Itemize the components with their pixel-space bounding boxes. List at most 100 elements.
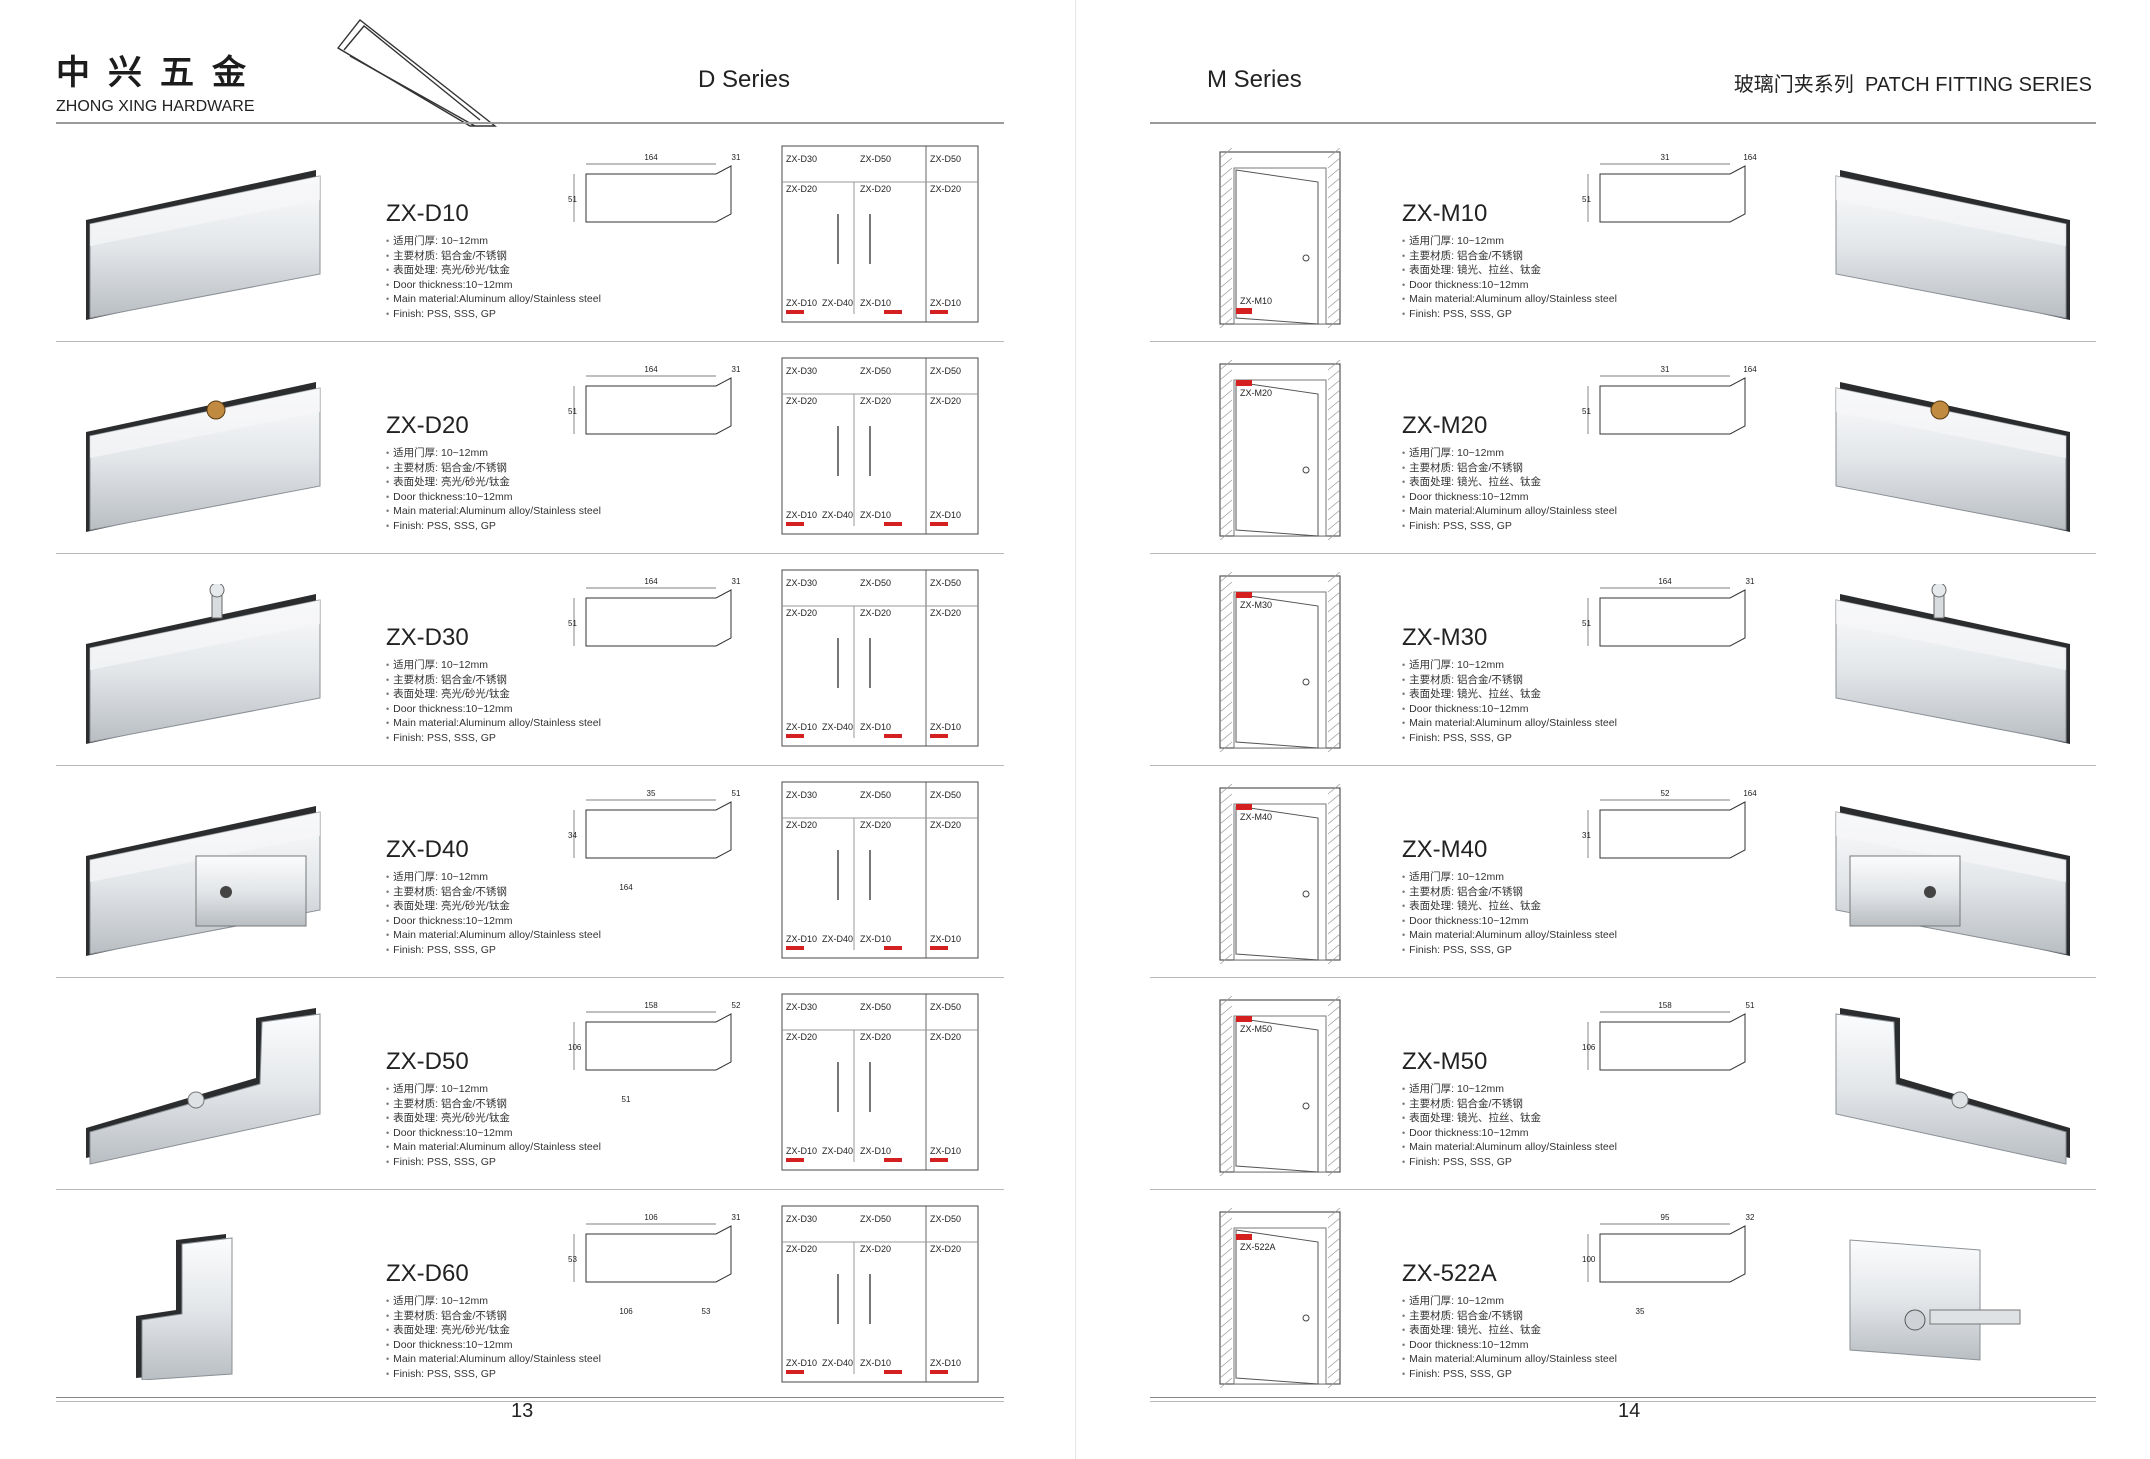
dimension-label: 35: [647, 789, 656, 798]
spec-line: 主要材质: 铝合金/不锈钢: [1402, 249, 1617, 264]
spec-line: 表面处理: 亮光/砂光/钛金: [386, 687, 601, 702]
product-photo: [86, 170, 321, 320]
spec-list: 适用门厚: 10~12mm主要材质: 铝合金/不锈钢表面处理: 镜光、拉丝、钛金…: [1402, 234, 1617, 322]
product-row: ZX-D10适用门厚: 10~12mm主要材质: 铝合金/不锈钢表面处理: 亮光…: [56, 130, 1004, 342]
door-label: ZX-D40: [822, 1358, 853, 1368]
product-photo: [1835, 1008, 2070, 1165]
dimension-label: 158: [644, 1001, 658, 1010]
product-photo: [136, 1234, 233, 1381]
door-label: ZX-D20: [860, 1244, 891, 1254]
model-number: ZX-M30: [1402, 624, 1488, 651]
brand-logo: 中兴五金 ZHONG XING HARDWARE: [56, 45, 264, 116]
spec-line: 主要材质: 铝合金/不锈钢: [386, 885, 601, 900]
door-label: ZX-D10: [860, 1358, 891, 1368]
door-label: ZX-D30: [786, 366, 817, 376]
spec-line: Finish: PSS, SSS, GP: [386, 519, 601, 534]
dimension-label: 164: [1743, 153, 1757, 162]
dimension-label: 53: [568, 1255, 577, 1264]
product-image: [1820, 372, 2090, 532]
door-label: ZX-D20: [930, 184, 961, 194]
spec-line: Door thickness:10~12mm: [1402, 914, 1617, 929]
spec-line: Main material:Aluminum alloy/Stainless s…: [1402, 504, 1617, 519]
door-label: ZX-D50: [930, 1002, 961, 1012]
product-row: ZX-M30适用门厚: 10~12mm主要材质: 铝合金/不锈钢表面处理: 镜光…: [1150, 554, 2096, 766]
door-label: ZX-D20: [786, 1244, 817, 1254]
door-label: ZX-D10: [786, 1358, 817, 1368]
product-image: [1820, 1220, 2090, 1380]
installation-diagram: ZX-522A: [1219, 1207, 1341, 1389]
door-label: ZX-D10: [786, 510, 817, 520]
dimension-label: 52: [732, 1001, 741, 1010]
spec-line: 表面处理: 镜光、拉丝、钛金: [1402, 475, 1617, 490]
product-row: ZX-M10适用门厚: 10~12mm主要材质: 铝合金/不锈钢表面处理: 镜光…: [1150, 130, 2096, 342]
product-image: [1820, 160, 2090, 320]
product-row: ZX-M50适用门厚: 10~12mm主要材质: 铝合金/不锈钢表面处理: 镜光…: [1150, 978, 2096, 1190]
product-photo: [1835, 382, 2070, 532]
spec-line: Main material:Aluminum alloy/Stainless s…: [386, 716, 601, 731]
spec-line: Main material:Aluminum alloy/Stainless s…: [386, 504, 601, 519]
dimension-label: 31: [1661, 365, 1670, 374]
product-row: ZX-D40 适用门厚: 10~12mm主要材质: 铝合金/不锈钢表面处理: 亮光…: [56, 766, 1004, 978]
door-label: ZX-D30: [786, 154, 817, 164]
installation-diagram: ZX-M20: [1219, 359, 1341, 541]
door-label: ZX-D20: [930, 396, 961, 406]
spec-line: Door thickness:10~12mm: [1402, 278, 1617, 293]
dimension-label: 106: [644, 1213, 658, 1222]
door-label: ZX-D20: [786, 608, 817, 618]
spec-list: 适用门厚: 10~12mm主要材质: 铝合金/不锈钢表面处理: 镜光、拉丝、钛金…: [1402, 1294, 1617, 1382]
door-label: ZX-D20: [860, 396, 891, 406]
product-photo: [1835, 806, 2070, 956]
series-cn-text: 玻璃门夹系列: [1733, 74, 1854, 96]
door-label: ZX-D50: [930, 790, 961, 800]
spec-line: 表面处理: 亮光/砂光/钛金: [386, 263, 601, 278]
door-label: ZX-D20: [786, 184, 817, 194]
spec-line: 适用门厚: 10~12mm: [1402, 658, 1617, 673]
product-row: ZX-M40适用门厚: 10~12mm主要材质: 铝合金/不锈钢表面处理: 镜光…: [1150, 766, 2096, 978]
spec-line: Finish: PSS, SSS, GP: [386, 731, 601, 746]
door-label: ZX-D10: [930, 934, 961, 944]
door-label: ZX-D50: [860, 1214, 891, 1224]
right-series-subtitle: 玻璃门夹系列 PATCH FITTING SERIES: [1734, 68, 2092, 97]
product-image: [66, 1220, 336, 1381]
spec-line: Door thickness:10~12mm: [386, 490, 601, 505]
spec-line: 表面处理: 镜光、拉丝、钛金: [1402, 1323, 1617, 1338]
door-label: ZX-D50: [860, 366, 891, 376]
door-label: ZX-D10: [930, 1358, 961, 1368]
door-label: ZX-D20: [860, 820, 891, 830]
spec-line: 主要材质: 铝合金/不锈钢: [386, 1309, 601, 1324]
spec-line: 主要材质: 铝合金/不锈钢: [1402, 885, 1617, 900]
product-row: ZX-M20适用门厚: 10~12mm主要材质: 铝合金/不锈钢表面处理: 镜光…: [1150, 342, 2096, 554]
spec-list: 适用门厚: 10~12mm主要材质: 铝合金/不锈钢表面处理: 亮光/砂光/钛金…: [386, 870, 601, 958]
spec-line: Finish: PSS, SSS, GP: [386, 1367, 601, 1382]
door-label: ZX-M50: [1240, 1024, 1272, 1034]
spec-line: Main material:Aluminum alloy/Stainless s…: [1402, 1352, 1617, 1367]
dimension-label: 106: [1582, 1043, 1596, 1052]
row-divider: [56, 553, 1004, 554]
dimension-label: 31: [732, 577, 741, 586]
dimension-label: 106: [619, 1307, 633, 1316]
spec-line: 表面处理: 镜光、拉丝、钛金: [1402, 263, 1617, 278]
row-divider: [56, 977, 1004, 978]
model-number: ZX-D40: [386, 836, 469, 863]
product-image: [1820, 796, 2090, 956]
dimension-label: 31: [1582, 831, 1591, 840]
spec-line: 主要材质: 铝合金/不锈钢: [386, 673, 601, 688]
door-label: ZX-D20: [930, 820, 961, 830]
dimension-label: 164: [1658, 577, 1672, 586]
spec-line: 适用门厚: 10~12mm: [1402, 234, 1617, 249]
product-photo: [86, 382, 321, 532]
door-label: ZX-D10: [786, 722, 817, 732]
spec-line: Finish: PSS, SSS, GP: [1402, 1367, 1617, 1382]
spec-line: Door thickness:10~12mm: [1402, 1338, 1617, 1353]
